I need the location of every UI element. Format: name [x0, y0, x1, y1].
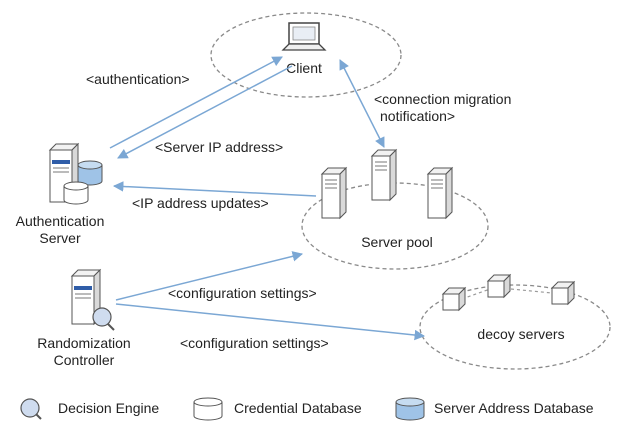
migration-label-line1: <connection migration	[374, 91, 511, 107]
laptop-icon	[281, 22, 327, 51]
ip-updates-label: <IP address updates>	[132, 195, 269, 211]
auth-server-label-line1: Authentication	[16, 213, 105, 229]
migration-label-line2: notification>	[380, 108, 455, 124]
config-pool-arrow	[115, 251, 304, 301]
authentication-arrow	[109, 56, 283, 149]
server-icon	[371, 149, 397, 201]
controller-label-line2: Controller	[54, 352, 115, 368]
server-pool-label: Server pool	[361, 234, 433, 250]
decoy-link-1	[461, 288, 491, 300]
decoy-link-2	[510, 288, 553, 294]
server-ip-arrow	[117, 65, 293, 159]
auth-server-label-line2: Server	[39, 230, 81, 246]
cube-icon	[442, 287, 466, 311]
client-group-ellipse	[210, 12, 402, 98]
controller-label-line1: Randomization	[37, 335, 130, 351]
decoy-group-ellipse	[419, 284, 611, 370]
config-decoy-arrow	[115, 303, 426, 341]
cube-icon	[487, 274, 511, 298]
decision-engine-icon	[92, 307, 115, 331]
ip-updates-arrow	[112, 181, 317, 197]
cube-icon	[551, 281, 575, 305]
server-address-database-icon	[77, 160, 103, 186]
database-icon	[395, 397, 425, 421]
server-icon	[321, 167, 347, 219]
legend-server-address-database: Server Address Database	[434, 400, 594, 416]
config-pool-label: <configuration settings>	[168, 285, 317, 301]
server-icon	[427, 167, 453, 219]
server-ip-label: <Server IP address>	[155, 139, 283, 155]
config-decoy-label: <configuration settings>	[180, 335, 329, 351]
authentication-label: <authentication>	[86, 71, 190, 87]
legend-credential-database: Credential Database	[234, 400, 362, 416]
legend-decision-engine: Decision Engine	[58, 400, 159, 416]
migration-arrow	[339, 59, 385, 148]
credential-database-icon	[63, 181, 89, 205]
client-label: Client	[286, 60, 322, 76]
decoy-servers-label: decoy servers	[477, 326, 564, 342]
legend: Decision Engine Credential Database Serv…	[20, 397, 594, 421]
magnifier-icon	[20, 398, 42, 420]
database-icon	[193, 397, 223, 421]
